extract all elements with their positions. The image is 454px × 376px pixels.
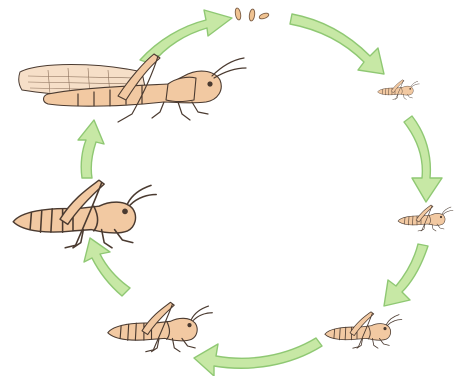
arrow-eggs-to-nymph-1 [290,14,384,74]
arrow-nymph-3-to-nymph-4 [194,338,322,376]
large-nymph-icon [13,180,156,248]
arrow-nymph-2-to-nymph-3 [384,244,428,306]
small-nymph-icon [378,80,420,100]
nymph-icon [108,302,213,351]
nymph-icon [325,312,402,348]
nymph-icon [398,205,453,231]
arrow-nymph-5-to-adult [78,120,104,178]
arrow-nymph-4-to-nymph-5 [84,238,130,296]
grasshopper-eggs-icon [234,8,269,22]
winged-adult-grasshopper-icon [19,54,246,122]
arrow-nymph-1-to-nymph-2 [404,116,442,202]
